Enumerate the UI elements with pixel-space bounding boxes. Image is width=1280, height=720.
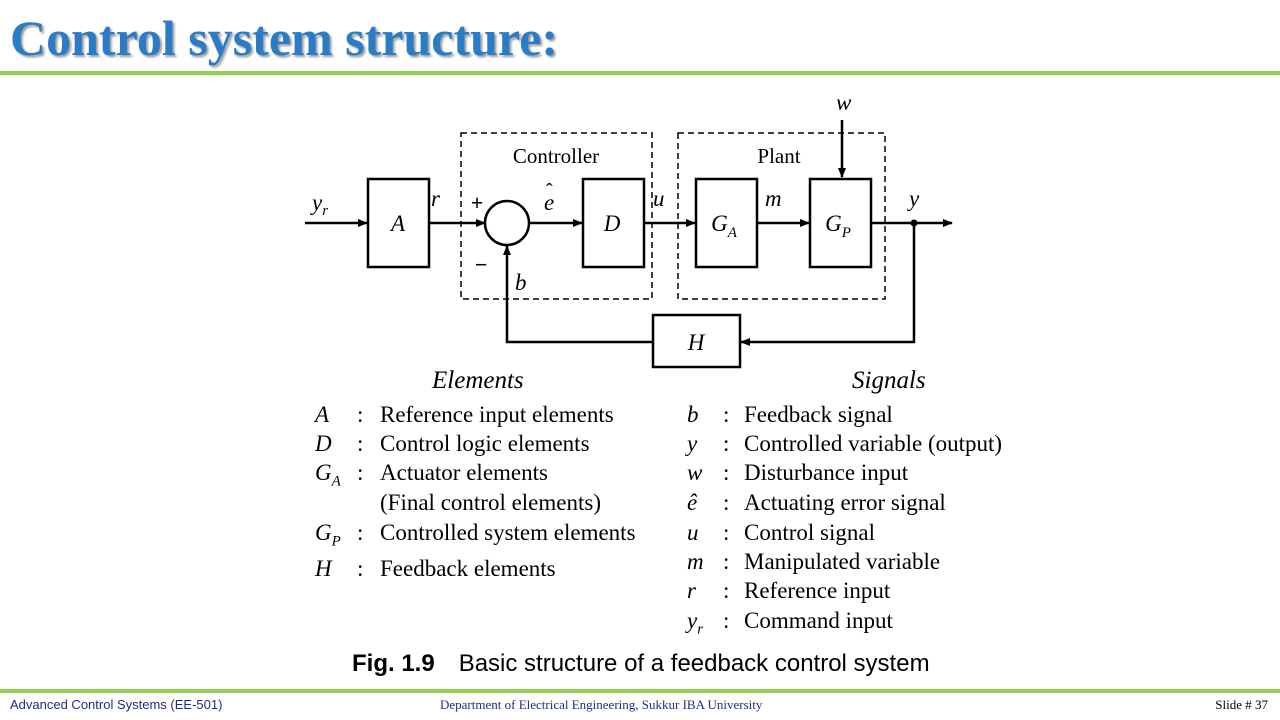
legend-symbol: ê <box>687 490 698 515</box>
legend-symbol: w <box>687 460 703 485</box>
legend-description: Manipulated variable <box>744 549 941 574</box>
legend-colon: : <box>357 556 364 581</box>
legend-symbol: r <box>687 578 696 603</box>
footer-course: Advanced Control Systems (EE-501) <box>10 697 223 712</box>
legend-description: (Final control elements) <box>380 490 601 515</box>
legend-colon: : <box>357 431 364 456</box>
signal-y-label: y <box>907 186 920 211</box>
legend-symbol: H <box>315 556 332 581</box>
figure-number: Fig. 1.9 <box>352 650 435 677</box>
legend-colon: : <box>723 520 730 545</box>
legend-colon: : <box>723 549 730 574</box>
legend-colon: : <box>357 460 364 485</box>
legend-colon: : <box>723 460 730 485</box>
legend-description: Reference input elements <box>380 402 614 427</box>
block-d-label: D <box>603 211 621 236</box>
footer-department: Department of Electrical Engineering, Su… <box>440 697 763 712</box>
legend-description: Actuating error signal <box>744 490 946 515</box>
legend-colon: : <box>723 402 730 427</box>
legend-description: Feedback elements <box>380 556 556 581</box>
footer-slide-number: Slide # 37 <box>1215 697 1268 712</box>
legend-colon: : <box>723 490 730 515</box>
block-a <box>366 177 431 269</box>
figure-caption-text: Basic structure of a feedback control sy… <box>458 650 930 677</box>
signals-heading: Signals <box>852 367 926 394</box>
block-diagram: Controller Plant A + − D GA GP H yr r e … <box>305 90 953 369</box>
legend-colon: : <box>357 402 364 427</box>
legend-description: Feedback signal <box>744 402 893 427</box>
legend-symbol: u <box>687 520 699 545</box>
block-h <box>651 313 742 369</box>
minus-sign: − <box>475 252 488 277</box>
legend-description: Controlled system elements <box>380 520 636 545</box>
legend-description: Controlled variable (output) <box>744 431 1003 456</box>
takeoff-point <box>910 219 918 227</box>
elements-heading: Elements <box>432 367 524 394</box>
legend-description: Actuator elements <box>380 460 548 485</box>
controller-label: Controller <box>513 144 599 168</box>
signal-yr-label: yr <box>310 190 328 219</box>
slide-title: Control system structure: <box>10 10 559 66</box>
plant-boundary <box>677 132 886 300</box>
legend-description: Control logic elements <box>380 431 590 456</box>
legend-description: Control signal <box>744 520 875 545</box>
block-gp-label: GP <box>825 211 851 241</box>
signal-w-label: w <box>836 90 852 115</box>
summing-junction <box>483 199 531 247</box>
signal-e-hat: ˆ <box>546 180 553 202</box>
legend-symbol: m <box>687 549 704 574</box>
legend-symbol: GA <box>315 460 341 490</box>
controller-boundary <box>460 132 653 300</box>
legend-symbol: A <box>315 402 330 427</box>
legend-symbol: GP <box>315 520 341 550</box>
plant-label: Plant <box>757 144 800 168</box>
line-feedback-to-h <box>740 223 916 346</box>
signal-u-label: u <box>653 186 665 211</box>
signal-e-label: e <box>544 190 554 215</box>
signal-r-label: r <box>431 186 441 211</box>
legend-symbol: b <box>687 402 699 427</box>
signal-m-label: m <box>765 186 782 211</box>
legend-symbol: yr <box>687 608 704 638</box>
legend-description: Reference input <box>744 578 891 603</box>
legend-description: Disturbance input <box>744 460 909 485</box>
line-b <box>503 245 653 344</box>
block-h-label: H <box>687 330 706 355</box>
block-ga <box>694 177 759 269</box>
block-d <box>581 177 646 269</box>
block-gp <box>808 177 873 269</box>
title-divider <box>0 71 1280 75</box>
signal-b-label: b <box>515 270 527 295</box>
legend-symbol: y <box>687 431 698 456</box>
block-ga-label: GA <box>711 211 738 241</box>
legend-colon: : <box>357 520 364 545</box>
legend-description: Command input <box>744 608 893 633</box>
legend-colon: : <box>723 431 730 456</box>
plus-sign: + <box>471 190 484 215</box>
block-a-label: A <box>389 211 406 236</box>
legend-colon: : <box>723 608 730 633</box>
footer-divider <box>0 689 1280 693</box>
legend-symbol: D <box>315 431 332 456</box>
figure-caption: Fig. 1.9 Basic structure of a feedback co… <box>352 650 930 678</box>
legend-colon: : <box>723 578 730 603</box>
